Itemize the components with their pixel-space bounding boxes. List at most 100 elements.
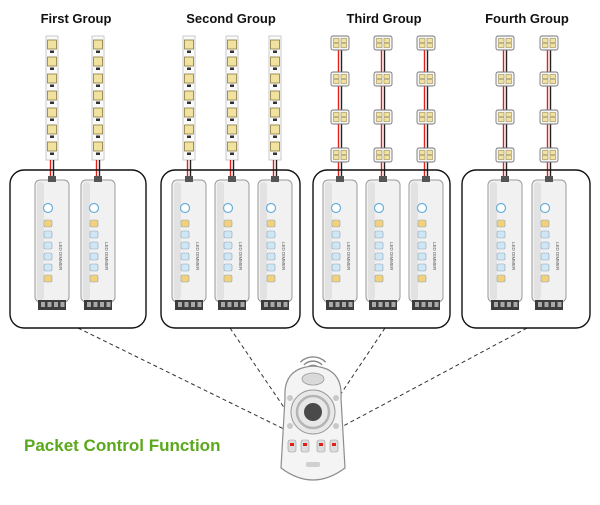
controller-button xyxy=(417,252,427,261)
resistor xyxy=(50,135,54,138)
group-indicator xyxy=(332,443,336,446)
controller-label: LED DIMMER xyxy=(104,242,109,271)
indicator-icon xyxy=(373,202,385,214)
controller-button xyxy=(417,263,427,272)
led-module xyxy=(495,109,515,125)
smd-led xyxy=(270,39,280,50)
wire-clamp xyxy=(48,176,56,182)
module-led xyxy=(383,43,390,48)
terminal-screw xyxy=(507,302,511,307)
led-dimmer-controller: LED DIMMER xyxy=(214,176,250,310)
module-led xyxy=(376,117,383,122)
led-module xyxy=(330,147,350,163)
group-title-second: Second Group xyxy=(186,11,276,26)
smd-led xyxy=(93,107,103,118)
smd-led xyxy=(47,56,57,67)
module-led xyxy=(426,155,433,160)
wire-clamp xyxy=(379,176,387,182)
controller-button xyxy=(374,241,384,250)
module-led xyxy=(498,38,505,43)
terminal-screw xyxy=(277,302,281,307)
remote-top-button xyxy=(301,372,325,386)
indicator-icon xyxy=(42,202,54,214)
side-button xyxy=(287,395,293,401)
resistor xyxy=(96,152,100,155)
terminal-screw xyxy=(60,302,65,307)
module-led xyxy=(333,74,340,79)
module-led xyxy=(340,38,347,43)
smd-led xyxy=(47,141,57,152)
module-led xyxy=(376,43,383,48)
controller-button xyxy=(43,263,53,272)
led-strip xyxy=(182,35,196,182)
controller-button xyxy=(540,241,550,250)
terminal-screw xyxy=(93,302,98,307)
terminal-screw xyxy=(538,302,542,307)
resistor xyxy=(187,67,191,70)
terminal-block xyxy=(261,300,289,310)
terminal-screw xyxy=(100,302,104,307)
module-led xyxy=(333,117,340,122)
module-led xyxy=(419,79,426,84)
side-button xyxy=(333,423,339,429)
controller-button xyxy=(89,230,99,239)
terminal-screw xyxy=(544,302,549,307)
module-led xyxy=(383,74,390,79)
led-module xyxy=(416,147,436,163)
group-indicator xyxy=(303,443,307,446)
smd-led xyxy=(93,141,103,152)
color-wheel-ring xyxy=(295,394,331,430)
smd-led xyxy=(270,141,280,152)
terminal-screw xyxy=(178,302,182,307)
led-dimmer-controller: LED DIMMER xyxy=(322,176,358,310)
module-led xyxy=(376,150,383,155)
controller-label: LED DIMMER xyxy=(281,242,286,271)
module-led xyxy=(340,112,347,117)
terminal-block xyxy=(369,300,397,310)
controller-label: LED DIMMER xyxy=(511,242,516,271)
controller-side xyxy=(37,182,44,300)
resistor xyxy=(50,67,54,70)
controller-label: LED DIMMER xyxy=(555,242,560,271)
controller-button xyxy=(540,274,550,283)
resistor xyxy=(96,67,100,70)
terminal-screw xyxy=(41,302,45,307)
led-module xyxy=(416,71,436,87)
controller-button xyxy=(331,263,341,272)
led-module-strip xyxy=(495,35,515,182)
led-module xyxy=(539,147,559,163)
controller-label: LED DIMMER xyxy=(389,242,394,271)
controller-button xyxy=(540,263,550,272)
controller-button xyxy=(417,230,427,239)
module-led xyxy=(549,43,556,48)
controller-button xyxy=(180,230,190,239)
controller-button xyxy=(266,241,276,250)
module-led xyxy=(426,150,433,155)
module-led xyxy=(426,117,433,122)
terminal-screw xyxy=(391,302,396,307)
module-led xyxy=(505,112,512,117)
smd-led xyxy=(47,107,57,118)
led-strip xyxy=(268,35,282,182)
led-dimmer-controller: LED DIMMER xyxy=(34,176,70,310)
led-dimmer-controller: LED DIMMER xyxy=(408,176,444,310)
group-box-3 xyxy=(312,169,451,329)
module-led xyxy=(333,79,340,84)
resistor xyxy=(230,101,234,104)
resistor xyxy=(273,152,277,155)
wire-clamp xyxy=(228,176,236,182)
led-module xyxy=(373,71,393,87)
smd-led xyxy=(227,141,237,152)
indicator-icon xyxy=(88,202,100,214)
controller-button xyxy=(223,263,233,272)
wire-clamp xyxy=(501,176,509,182)
controller-button xyxy=(223,241,233,250)
resistor xyxy=(273,135,277,138)
module-led xyxy=(383,38,390,43)
signal-arc xyxy=(299,356,327,363)
led-module xyxy=(495,35,515,51)
module-led xyxy=(376,74,383,79)
controller-button xyxy=(43,230,53,239)
led-module xyxy=(495,71,515,87)
